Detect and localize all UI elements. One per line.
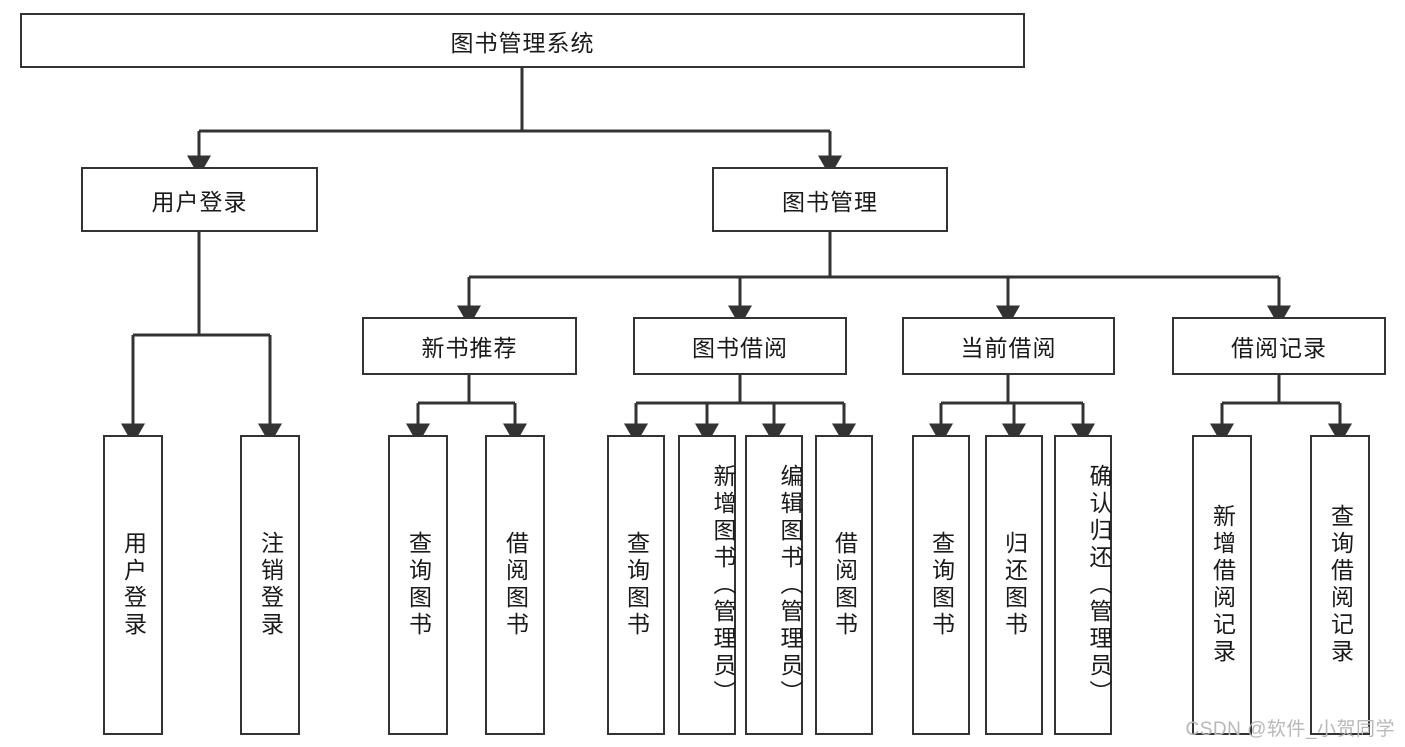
node-leaf-add-book-admin[interactable]: 新增图书（管理员） — [678, 435, 736, 735]
node-book-borrow[interactable]: 图书借阅 — [633, 317, 847, 375]
node-leaf-add-borrow-record[interactable]: 新增借阅记录 — [1192, 435, 1252, 735]
node-leaf-borrow-book[interactable]: 借阅图书 — [815, 435, 873, 735]
node-leaf-query-book-borrow[interactable]: 查询图书 — [607, 435, 665, 735]
edges-userlogin-to-leaves — [121, 232, 282, 445]
node-book-management[interactable]: 图书管理 — [712, 167, 948, 232]
edges-newbook-to-leaves — [406, 375, 527, 445]
edges-currentborrow-to-leaves — [929, 375, 1095, 445]
edges-root-to-level2 — [187, 68, 842, 177]
edges-borrowrecord-to-leaves — [1210, 375, 1352, 445]
node-leaf-return-book[interactable]: 归还图书 — [985, 435, 1043, 735]
node-leaf-user-logout[interactable]: 注销登录 — [240, 435, 300, 735]
node-leaf-edit-book-admin[interactable]: 编辑图书（管理员） — [745, 435, 803, 735]
edges-bookmgmt-to-level3 — [457, 232, 1291, 327]
node-new-book-recommend[interactable]: 新书推荐 — [362, 317, 577, 375]
node-leaf-borrow-book-recommend[interactable]: 借阅图书 — [485, 435, 545, 735]
node-current-borrow[interactable]: 当前借阅 — [902, 317, 1115, 375]
edges-bookborrow-to-leaves — [624, 375, 856, 445]
node-leaf-user-login[interactable]: 用户登录 — [103, 435, 163, 735]
node-borrow-record[interactable]: 借阅记录 — [1172, 317, 1386, 375]
node-leaf-query-borrow-record[interactable]: 查询借阅记录 — [1310, 435, 1370, 735]
node-root[interactable]: 图书管理系统 — [20, 13, 1025, 68]
node-leaf-query-book-current[interactable]: 查询图书 — [912, 435, 970, 735]
node-leaf-confirm-return-admin[interactable]: 确认归还（管理员） — [1054, 435, 1112, 735]
node-user-login[interactable]: 用户登录 — [81, 167, 318, 232]
node-leaf-query-book-recommend[interactable]: 查询图书 — [388, 435, 448, 735]
